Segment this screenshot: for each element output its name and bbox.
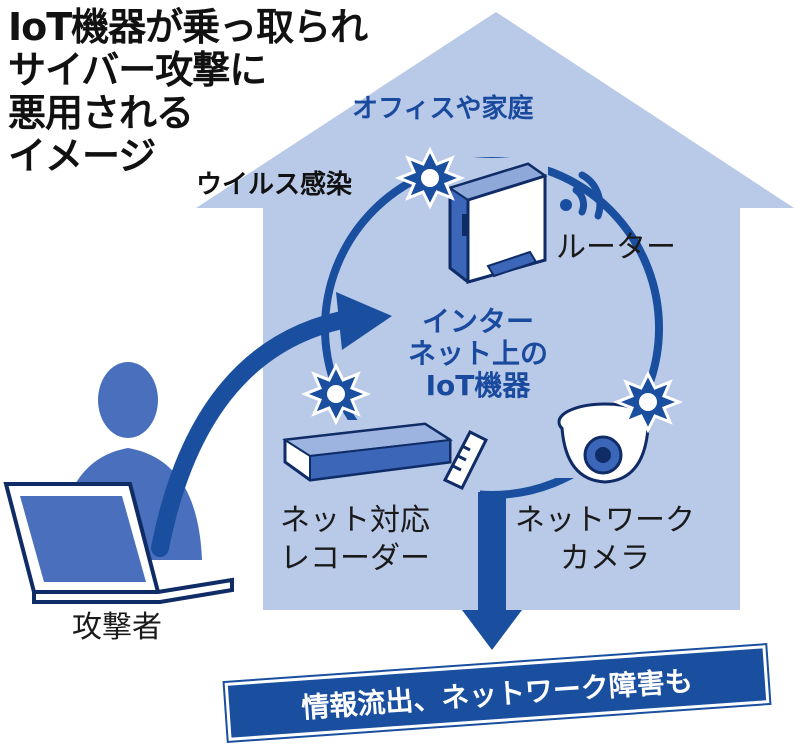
remote-control-icon xyxy=(442,429,489,490)
camera-icon xyxy=(557,402,653,484)
camera-label-line-1: ネットワーク xyxy=(515,503,695,538)
burst-icon-camera xyxy=(612,370,684,434)
recorder-label-line-1: ネット対応 xyxy=(280,503,430,538)
router-icon xyxy=(447,162,548,284)
center-label-line-1: インター xyxy=(421,305,534,338)
diagram-title: IoT機器が乗っ取られ サイバー攻撃に 悪用される イメージ xyxy=(8,5,368,178)
title-line-3: 悪用される xyxy=(8,91,194,135)
recorder-label: ネット対応 レコーダー xyxy=(280,502,430,578)
router-label: ルーター xyxy=(556,230,676,265)
camera-label-line-2: カメラ xyxy=(560,541,650,576)
center-label-line-2: ネット上の xyxy=(407,337,548,370)
wifi-icon xyxy=(560,171,604,220)
recorder-label-line-2: レコーダー xyxy=(280,541,430,576)
virus-infection-label: ウイルス感染 xyxy=(196,170,353,200)
attack-arrow xyxy=(151,292,392,557)
burst-icon-router xyxy=(394,146,466,210)
burst-icon-recorder xyxy=(300,362,372,426)
title-line-2: サイバー攻撃に xyxy=(8,48,267,92)
center-label-line-3: IoT機器 xyxy=(425,369,531,402)
recorder-icon xyxy=(282,422,453,482)
laptop-icon xyxy=(3,482,234,604)
camera-label: ネットワーク カメラ xyxy=(515,502,695,578)
title-line-1: IoT機器が乗っ取られ xyxy=(8,5,368,49)
attacker-label: 攻撃者 xyxy=(72,610,162,645)
leak-arrow xyxy=(462,492,522,650)
house-label: オフィスや家庭 xyxy=(352,94,534,124)
title-line-4: イメージ xyxy=(8,134,156,178)
center-label: インター ネット上の IoT機器 xyxy=(378,306,578,402)
